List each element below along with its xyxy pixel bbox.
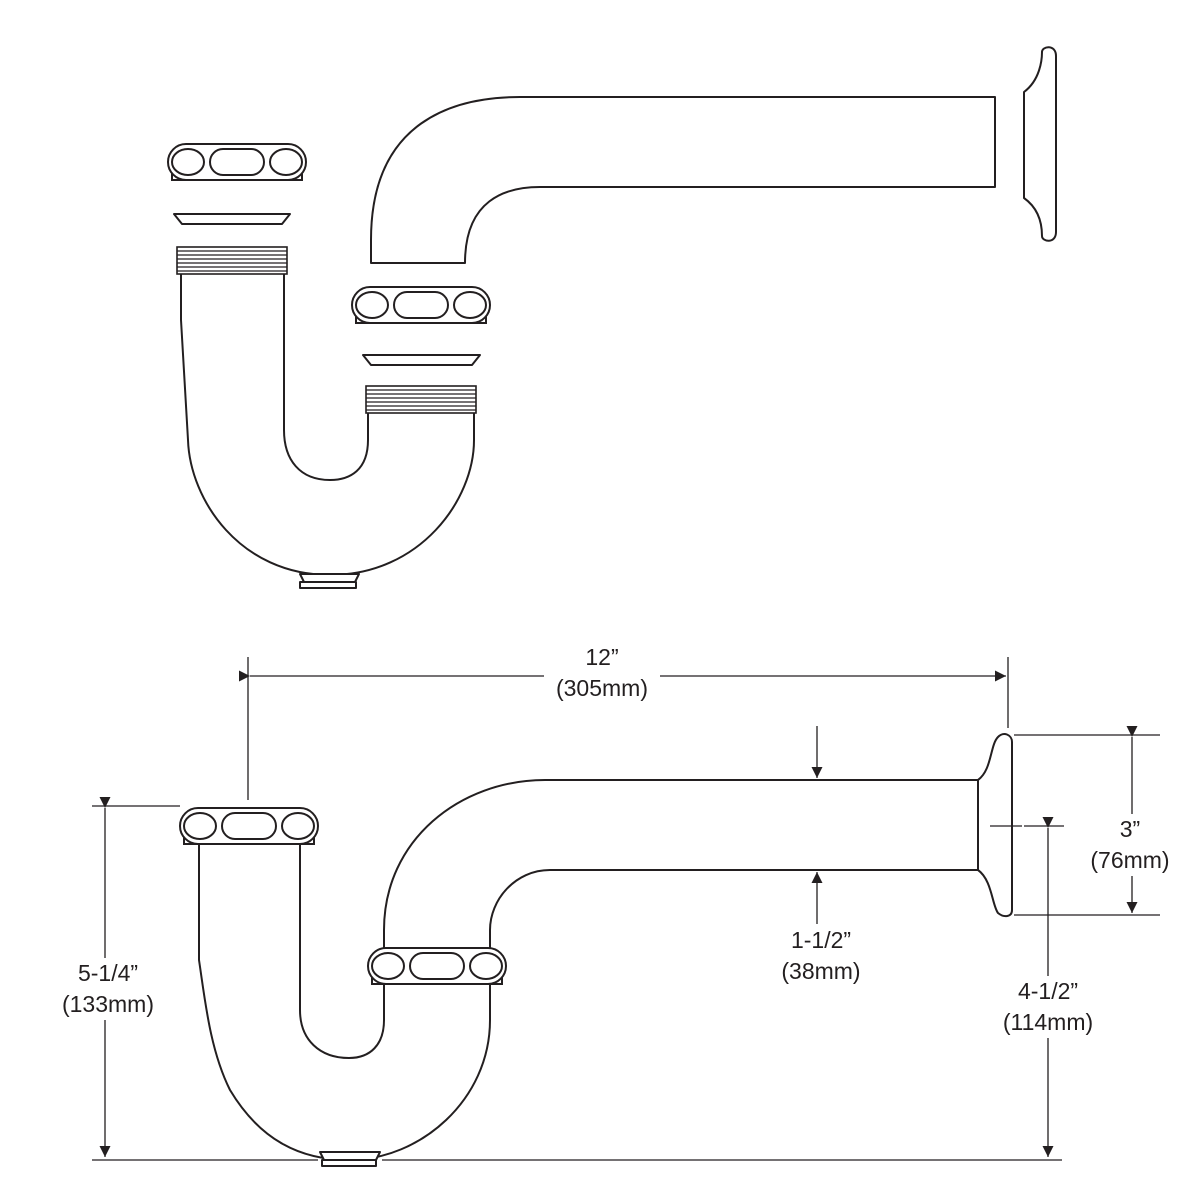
assembled-escutcheon [977,733,1013,918]
trap-height-metric: (133mm) [61,991,154,1017]
drop-height-label: 4-1/2” (114mm) [990,976,1106,1038]
trap-height-imperial: 5-1/4” [77,960,139,986]
assembled-j-bend [198,842,491,1161]
overall-length-imperial: 12” [585,644,619,670]
overall-length-metric: (305mm) [555,675,648,701]
cleanout-plug [299,573,360,589]
slip-nut-1 [167,143,307,181]
assembled-slip-nut-1 [179,807,319,845]
washer-2 [362,354,481,366]
j-bend-tube [180,269,475,576]
assembled-view [179,733,1022,1167]
assembled-slip-nut-2 [367,947,507,985]
assembled-cleanout-plug [319,1151,381,1167]
trap-height-label: 5-1/4” (133mm) [48,958,168,1020]
tube-diameter-label: 1-1/2” (38mm) [772,925,870,987]
overall-length-label: 12” (305mm) [544,642,660,704]
flange-height-label: 3” (76mm) [1082,814,1178,876]
assembled-wall-bend [383,779,979,979]
tube-diameter-metric: (38mm) [781,958,861,984]
wall-bend-tube [370,96,996,264]
j-bend-outlet-threads [365,385,477,414]
exploded-view [167,46,1057,589]
j-bend-threads [176,246,288,275]
drop-height-imperial: 4-1/2” [1017,978,1079,1004]
drop-height-metric: (114mm) [1002,1009,1094,1035]
flange-height-imperial: 3” [1119,816,1141,842]
flange-height-metric: (76mm) [1090,847,1170,873]
escutcheon-flange [1023,46,1057,242]
washer-1 [173,213,291,225]
slip-nut-2 [351,286,491,324]
tube-diameter-imperial: 1-1/2” [790,927,852,953]
